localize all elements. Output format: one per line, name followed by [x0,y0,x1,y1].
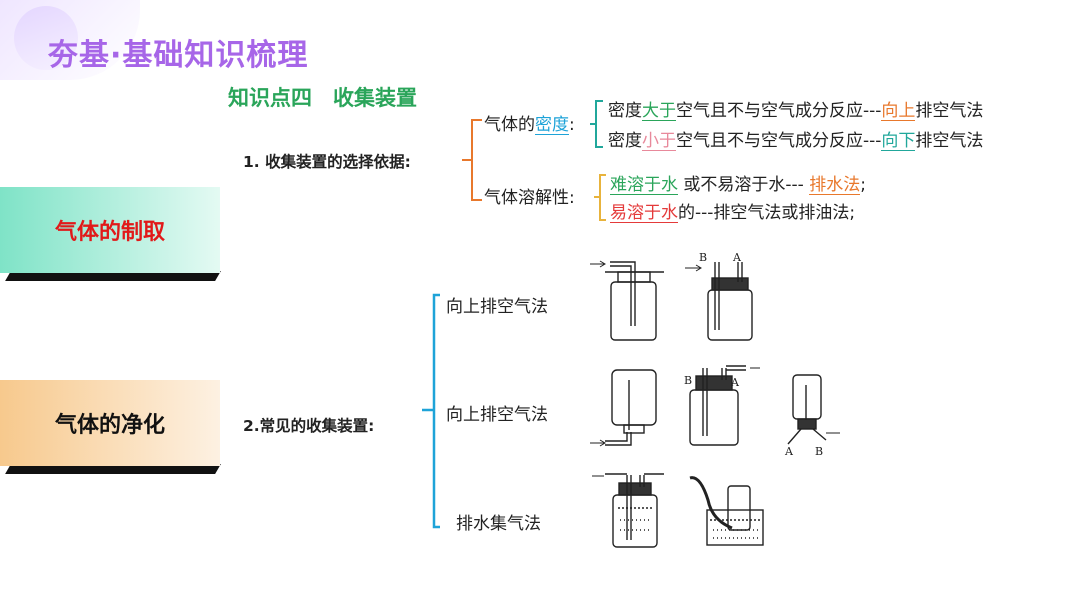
method-upward-air-2: 向上排空气法 [446,405,548,425]
method-upward-air-1: 向上排空气法 [446,297,548,317]
method-water-collection: 排水集气法 [456,514,541,534]
apparatus-water-bottle [592,473,664,548]
page-title: 夯基·基础知识梳理 [48,38,309,73]
direction-upward: 向上 [881,101,916,121]
density-line-greater: 密度大于空气且不与空气成分反应---向上排空气法 [608,100,983,122]
text-insoluble: 或不易溶于水--- [678,175,810,195]
section2-brace [422,293,440,529]
text-density: 密度 [608,101,642,121]
direction-downward: 向下 [881,131,916,151]
section2-label: 2.常见的收集装置: [243,417,375,435]
label-b-top: B [699,251,707,264]
apparatus-inverted-bottle [590,369,657,447]
text-density: 密度 [608,131,642,151]
apparatus-small-inverted [787,374,840,445]
text-soluble-method: 的---排空气法或排油法; [678,203,856,223]
apparatus-water-trough [689,476,764,546]
label-a-mid: A [730,376,740,389]
keyword-less: 小于 [642,131,676,151]
solubility-brace [594,174,606,221]
method-water-displacement: 排水法 [809,175,861,195]
side-card-label: 气体的制取 [0,187,220,273]
solubility-line-soluble: 易溶于水的---排空气法或排油法; [610,202,855,224]
keyword-greater: 大于 [642,101,676,121]
text-method: 排空气法 [915,101,984,121]
label-b-mid: B [684,374,692,387]
apparatus-upward-bottle-1 [590,260,664,341]
header-circle-decoration [14,6,78,70]
solubility-label: 气体溶解性: [484,188,575,208]
keyword-soluble: 易溶于水 [610,203,678,223]
side-card-gas-purification[interactable]: 气体的净化 [0,380,221,474]
label-a-top: A [732,251,742,264]
density-line-less: 密度小于空气且不与空气成分反应---向下排空气法 [608,130,983,152]
text-punctuation: ; [860,175,866,195]
density-criterion: 气体的密度: [484,114,575,136]
solubility-line-insoluble: 难溶于水 或不易溶于水--- 排水法; [610,174,866,196]
side-card-gas-preparation[interactable]: 气体的制取 [0,187,221,281]
density-suffix: : [569,115,575,135]
label-b-bottom: B [815,445,823,458]
apparatus-upward-bottle-3 [689,365,760,446]
text-method: 排空气法 [915,131,984,151]
section1-label: 1. 收集装置的选择依据: [243,153,411,171]
main-brace [462,119,482,201]
label-a-bottom: A [784,445,794,458]
knowledge-point-title: 知识点四 收集装置 [228,86,417,110]
density-brace [590,100,603,148]
density-keyword: 密度 [535,115,569,135]
side-card-label: 气体的净化 [0,380,220,466]
text-condition: 空气且不与空气成分反应--- [676,131,882,151]
apparatus-upward-bottle-2 [685,262,753,341]
keyword-insoluble: 难溶于水 [610,175,678,195]
text-condition: 空气且不与空气成分反应--- [676,101,882,121]
density-prefix: 气体的 [484,115,535,135]
